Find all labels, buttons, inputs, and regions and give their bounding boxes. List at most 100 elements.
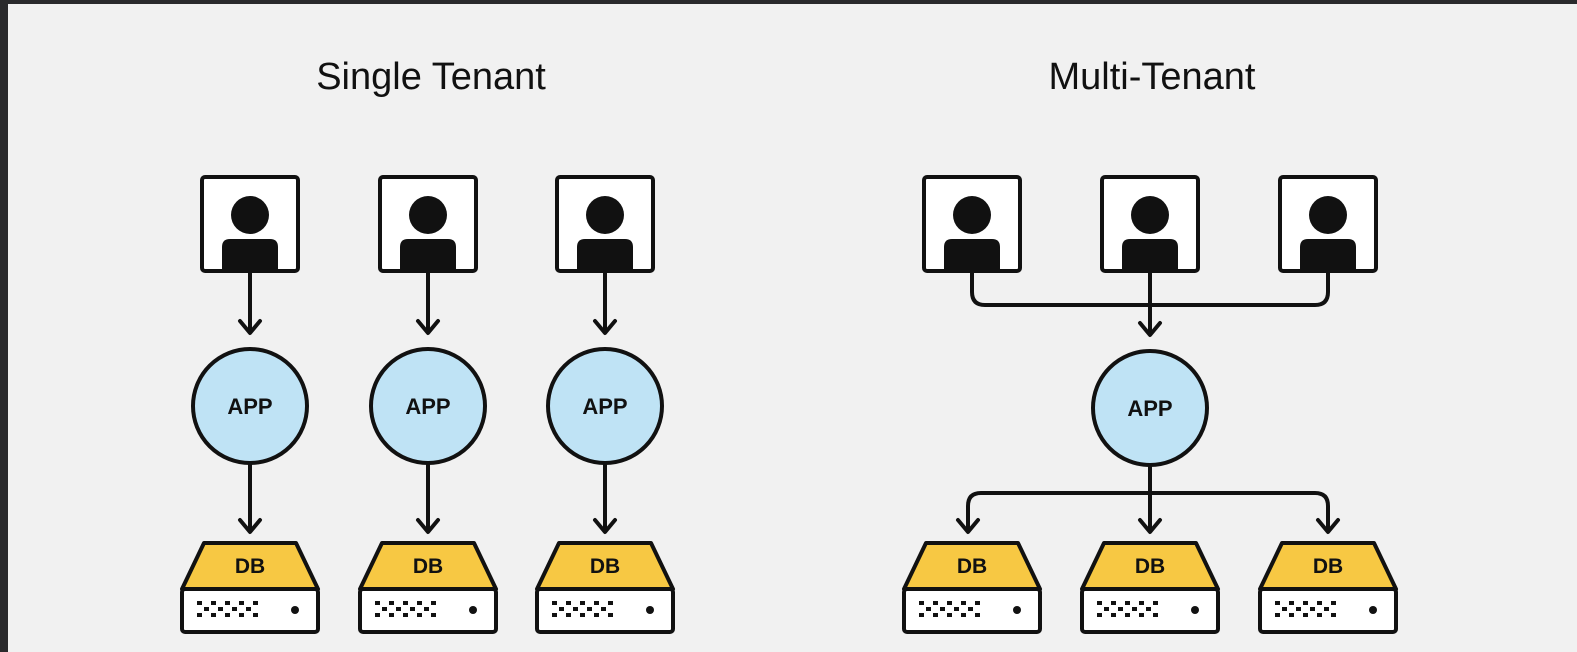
- arrow-head: [238, 319, 262, 335]
- db-vent: [1153, 613, 1158, 617]
- app-node: APP: [369, 347, 487, 465]
- db-vent: [947, 601, 952, 605]
- db-vent: [1331, 613, 1336, 617]
- user-head: [231, 196, 269, 234]
- db-label: DB: [1135, 555, 1165, 578]
- db-vent: [1317, 601, 1322, 605]
- db-label: DB: [957, 555, 987, 578]
- db-vent: [403, 601, 408, 605]
- arrow-head: [956, 518, 980, 534]
- db-vent: [1275, 613, 1280, 617]
- db-server: DB: [358, 541, 498, 634]
- db-led: [1191, 606, 1199, 614]
- db-vent: [389, 613, 394, 617]
- user-icon: [378, 175, 478, 273]
- db-vent: [933, 601, 938, 605]
- db-vent: [218, 607, 223, 611]
- user-body: [944, 239, 1000, 271]
- db-vent: [1104, 607, 1109, 611]
- app-label: APP: [1127, 396, 1172, 421]
- db-vent: [1282, 607, 1287, 611]
- db-vent: [246, 607, 251, 611]
- db-vent: [573, 607, 578, 611]
- app-label: APP: [405, 394, 450, 419]
- db-vent: [417, 601, 422, 605]
- db-vent: [197, 601, 202, 605]
- db-vent: [594, 613, 599, 617]
- db-label: DB: [1313, 555, 1343, 578]
- db-server: DB: [180, 541, 320, 634]
- user-icon: [1278, 175, 1378, 273]
- db-vent: [919, 613, 924, 617]
- single-tenant-title: Single Tenant: [316, 56, 546, 98]
- db-vent: [1317, 613, 1322, 617]
- user-head: [953, 196, 991, 234]
- db-vent: [211, 613, 216, 617]
- db-led: [469, 606, 477, 614]
- db-vent: [403, 613, 408, 617]
- db-vent: [239, 613, 244, 617]
- app-node: APP: [546, 347, 664, 465]
- db-led: [1369, 606, 1377, 614]
- db-vent: [1153, 601, 1158, 605]
- db-vent: [580, 601, 585, 605]
- db-vent: [1139, 613, 1144, 617]
- db-vent: [975, 601, 980, 605]
- db-led: [291, 606, 299, 614]
- db-vent: [1324, 607, 1329, 611]
- architecture-diagram: APP DB APP DB APP DB APP DB DB DB: [180, 175, 1398, 634]
- user-body: [1300, 239, 1356, 271]
- db-vent: [601, 607, 606, 611]
- user-body: [400, 239, 456, 271]
- db-vent: [431, 601, 436, 605]
- db-vent: [559, 607, 564, 611]
- db-vent: [1118, 607, 1123, 611]
- db-vent: [225, 613, 230, 617]
- db-vent: [1310, 607, 1315, 611]
- db-vent: [1111, 613, 1116, 617]
- db-vent: [947, 613, 952, 617]
- db-vent: [552, 601, 557, 605]
- db-vent: [919, 601, 924, 605]
- db-vent: [225, 601, 230, 605]
- user-icon: [555, 175, 655, 273]
- db-vent: [197, 613, 202, 617]
- db-vent: [1125, 613, 1130, 617]
- user-body: [222, 239, 278, 271]
- db-vent: [396, 607, 401, 611]
- arrow-head: [416, 518, 440, 534]
- db-vent: [1296, 607, 1301, 611]
- arrow-head: [1138, 518, 1162, 534]
- multi-tenant-title: Multi-Tenant: [1048, 56, 1256, 98]
- db-vent: [1146, 607, 1151, 611]
- db-led: [1013, 606, 1021, 614]
- db-vent: [961, 613, 966, 617]
- user-icon: [922, 175, 1022, 273]
- app-node: APP: [191, 347, 309, 465]
- db-vent: [431, 613, 436, 617]
- db-vent: [253, 601, 258, 605]
- db-server: DB: [1258, 541, 1398, 634]
- user-body: [577, 239, 633, 271]
- arrow-head: [416, 319, 440, 335]
- user-head: [1131, 196, 1169, 234]
- db-vent: [933, 613, 938, 617]
- db-vent: [1097, 601, 1102, 605]
- db-vent: [552, 613, 557, 617]
- db-vent: [410, 607, 415, 611]
- db-vent: [375, 613, 380, 617]
- user-body: [1122, 239, 1178, 271]
- db-label: DB: [590, 555, 620, 578]
- db-vent: [389, 601, 394, 605]
- db-vent: [1303, 601, 1308, 605]
- db-server: DB: [535, 541, 675, 634]
- user-head: [1309, 196, 1347, 234]
- db-vent: [587, 607, 592, 611]
- db-vent: [424, 607, 429, 611]
- db-label: DB: [235, 555, 265, 578]
- user-head: [586, 196, 624, 234]
- db-vent: [253, 613, 258, 617]
- db-vent: [1111, 601, 1116, 605]
- app-label: APP: [582, 394, 627, 419]
